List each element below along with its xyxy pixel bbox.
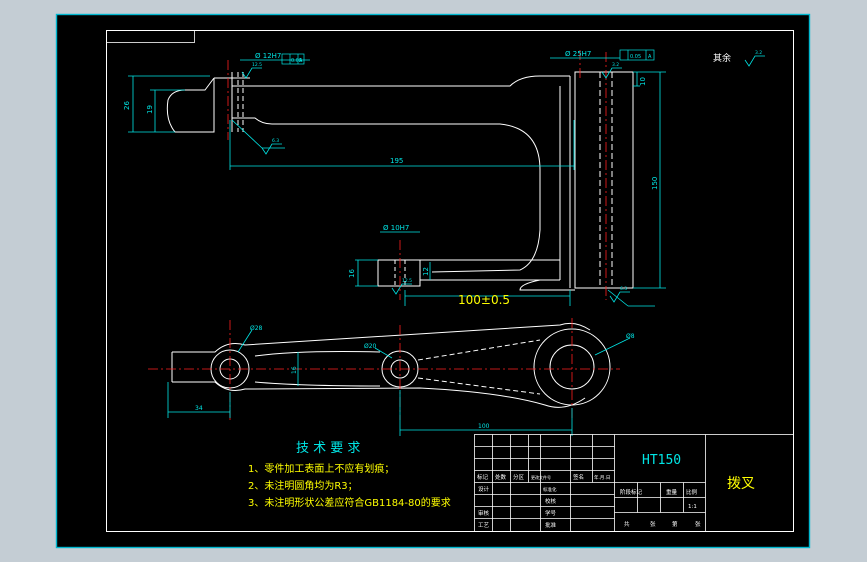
row-design: 设计: [478, 485, 490, 493]
dim-plan-dia-right: Ø8: [626, 333, 635, 340]
weight-label: 重量: [666, 488, 678, 496]
dim-bore-top-left: Ø 12H7: [255, 52, 281, 60]
stage-mark-label: 阶段标记: [620, 488, 643, 496]
rev-header-count: 处数: [495, 473, 507, 481]
part-name-label: 拨叉: [727, 476, 755, 492]
dim-height-right-total: 150: [651, 177, 659, 190]
tol-datum-right: A: [648, 54, 652, 60]
tol-value-right: 0.05: [630, 54, 641, 60]
roughness-value-1: 12.5: [252, 62, 262, 68]
dim-height-lower-left: 16: [348, 269, 356, 278]
row-standardization: 标准化: [543, 486, 557, 493]
rev-header-mark: 标记: [477, 473, 489, 481]
title-block-grid: [474, 434, 794, 532]
dim-height-right-top: 10: [639, 77, 647, 86]
row-approve: 批准: [545, 521, 557, 529]
roughness-value-2: 6.3: [272, 138, 279, 144]
tolerance-frames: [281, 49, 655, 65]
roughness-symbols: [241, 55, 765, 303]
dim-plan-dia-mid: Ø20: [364, 343, 377, 350]
roughness-value-5: 3.2: [755, 50, 762, 56]
material-label: HT150: [642, 453, 681, 468]
drawing-frame: [106, 30, 794, 532]
tol-value-left: 0.05: [291, 58, 302, 64]
dim-height-left-inner: 19: [146, 105, 154, 114]
dim-bore-top-right: Ø 25H7: [565, 50, 591, 58]
rev-header-zone: 分区: [513, 473, 525, 481]
front-centerlines: [227, 50, 607, 300]
row-check: 校核: [545, 497, 557, 505]
frame-corner-box: [106, 30, 195, 43]
roughness-value-4: 6.3: [620, 286, 627, 292]
dim-plan-total: 100: [478, 423, 490, 430]
rev-header-date: 年.月.日: [594, 474, 610, 481]
tech-requirement-item-2: 2、未注明圆角均为R3；: [248, 479, 358, 492]
dim-plan-width-left: 34: [195, 405, 203, 412]
sheet-no-suffix: 张: [695, 520, 701, 528]
roughness-value-6: 12.5: [402, 278, 412, 284]
row-review: 审核: [478, 509, 490, 517]
front-view: [166, 71, 634, 291]
tol-datum-left: A: [299, 58, 303, 64]
note-remaining-surfaces: 其余: [713, 52, 731, 64]
sheet-background: [56, 14, 810, 548]
row-process: 工艺: [478, 522, 490, 529]
dim-plan-width-mid: 16: [291, 366, 298, 374]
sheet-total-suffix: 张: [650, 520, 656, 528]
dim-length-main: 195: [390, 157, 403, 165]
scale-label: 比例: [686, 488, 698, 496]
dim-height-lower-inner: 12: [422, 267, 430, 276]
scale-value: 1:1: [688, 504, 697, 510]
dim-center-distance: 100±0.5: [458, 293, 510, 307]
roughness-value-3: 3.2: [612, 62, 619, 68]
rev-header-sign: 签名: [573, 473, 584, 481]
sheet-total-prefix: 共: [624, 520, 630, 528]
sheet-outer-border: [55, 13, 811, 549]
plan-dimensions: [167, 329, 631, 436]
dim-height-left-outer: 26: [123, 101, 131, 110]
sheet-no-prefix: 第: [672, 520, 678, 528]
row-student-no: 学号: [545, 509, 557, 517]
tech-requirement-item-1: 1、零件加工表面上不应有划痕；: [248, 462, 394, 475]
tech-requirement-item-3: 3、未注明形状公差应符合GB1184-80的要求: [248, 496, 451, 509]
rev-header-docno: 更改文件号: [531, 474, 551, 480]
front-dimensions: [128, 57, 666, 307]
dim-plan-dia-left: Ø28: [250, 325, 263, 332]
dim-bore-middle: Ø 10H7: [383, 224, 409, 232]
tech-requirements-title: 技 术 要 求: [296, 441, 360, 456]
